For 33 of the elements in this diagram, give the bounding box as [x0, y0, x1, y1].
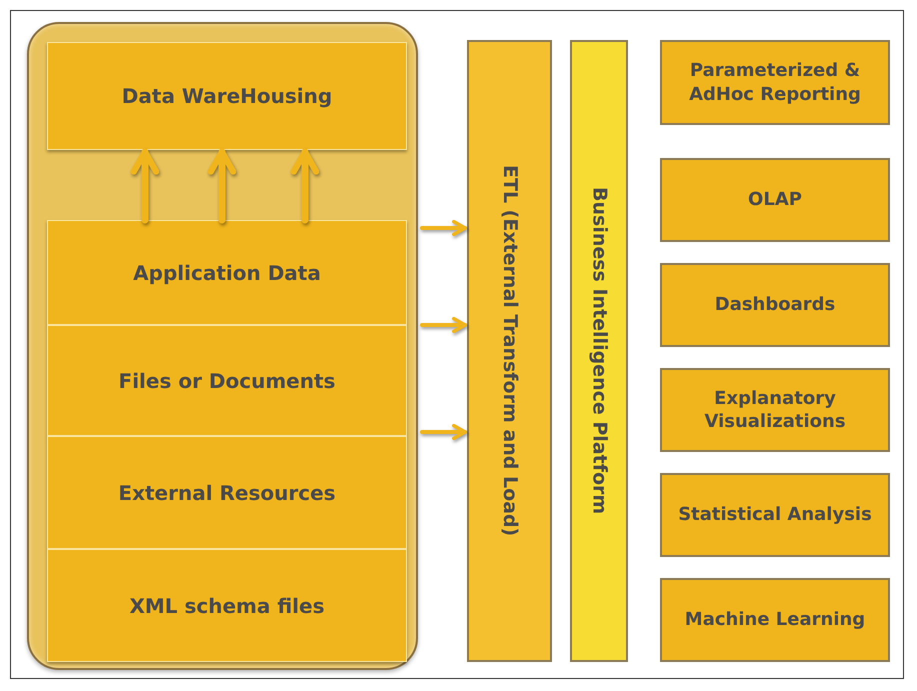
output-box: [660, 368, 890, 452]
node-label: Data WareHousing: [120, 83, 334, 109]
arrow: [290, 148, 320, 224]
output-box: [660, 263, 890, 347]
node-label: Business Intelligence Platform: [587, 187, 612, 515]
node-label: Application Data: [132, 260, 322, 286]
arrow: [420, 316, 467, 334]
source-box: [47, 325, 407, 436]
output-box: [660, 578, 890, 662]
source-box: [47, 220, 407, 325]
arrow: [420, 424, 467, 440]
node-label: Files or Documents: [118, 368, 336, 394]
output-box: [660, 158, 890, 242]
source-box: [47, 42, 407, 150]
node-label: Machine Learning: [684, 608, 866, 632]
arrow: [130, 148, 160, 224]
source-box: [47, 549, 407, 662]
platform-bar: [570, 40, 628, 662]
node-label: Explanatory Visualizations: [703, 386, 847, 434]
arrow: [208, 148, 236, 224]
output-box: [660, 40, 890, 125]
node-label: External Resources: [117, 480, 337, 506]
node-label: Statistical Analysis: [677, 503, 873, 527]
node-label: ETL (External Transform and Load): [498, 165, 522, 537]
node-label: Dashboards: [714, 293, 836, 317]
source-box: [47, 436, 407, 549]
node-label: XML schema files: [128, 592, 326, 618]
etl-bar: [467, 40, 552, 662]
node-label: OLAP: [747, 188, 803, 212]
container-panel: [27, 22, 418, 670]
arrow: [420, 220, 467, 236]
node-label: Parameterized & AdHoc Reporting: [688, 59, 862, 106]
output-box: [660, 473, 890, 557]
